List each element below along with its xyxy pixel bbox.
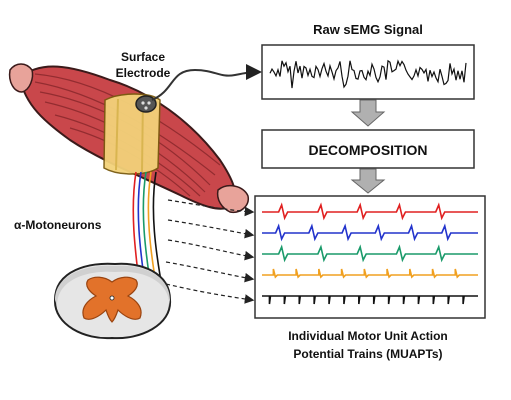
down-arrow-2 (350, 168, 386, 194)
motoneurons-label: α-Motoneurons (14, 218, 102, 232)
raw-semg-waveform (269, 59, 467, 89)
electrode-cable (151, 64, 262, 101)
muapt-label-line1: Individual Motor Unit Action (288, 329, 448, 343)
decomposition-box (261, 129, 475, 169)
motor-unit-train-3 (262, 244, 478, 263)
muapt-label-line2: Potential Trains (MUAPTs) (293, 347, 442, 361)
dashed-connection-arrows (165, 199, 255, 304)
spinal-cord-section (53, 262, 172, 340)
surface-electrode-icon (135, 95, 157, 113)
motor-unit-train-2 (262, 223, 478, 242)
motor-unit-train-1 (262, 202, 478, 221)
electrode-label-line1: Surface (121, 50, 165, 64)
motor-unit-trains (262, 202, 478, 305)
muapt-box (254, 195, 486, 319)
down-arrow-1 (350, 99, 386, 127)
raw-signal-title: Raw sEMG Signal (313, 22, 423, 37)
electrode-label-line2: Electrode (116, 66, 171, 80)
motor-unit-train-5 (262, 295, 478, 305)
motor-unit-train-4 (262, 268, 478, 279)
electrode-band (103, 93, 161, 175)
decomposition-label: DECOMPOSITION (308, 142, 427, 158)
